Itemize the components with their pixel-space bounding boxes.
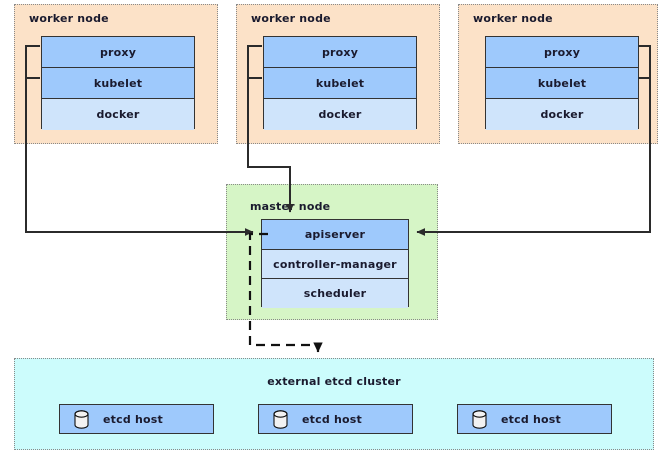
database-cylinder-icon: [74, 409, 89, 429]
controller-manager[interactable]: controller-manager: [262, 250, 408, 279]
etcd-cluster-title: external etcd cluster: [267, 375, 401, 388]
etcd-host-2-label: etcd host: [302, 412, 362, 426]
database-cylinder-icon: [472, 409, 487, 429]
master-node: master node apiserver controller-manager…: [226, 184, 438, 320]
scheduler[interactable]: scheduler: [262, 279, 408, 308]
worker-node-2-kubelet[interactable]: kubelet: [264, 68, 416, 99]
etcd-host-2[interactable]: etcd host: [258, 404, 413, 434]
etcd-host-1-label: etcd host: [103, 412, 163, 426]
worker-node-1-kubelet[interactable]: kubelet: [42, 68, 194, 99]
worker-node-2: worker node proxy kubelet docker: [236, 4, 440, 144]
worker-node-2-title: worker node: [251, 12, 331, 25]
worker-node-1-components: proxy kubelet docker: [41, 36, 195, 130]
master-node-components: apiserver controller-manager scheduler: [261, 219, 409, 308]
etcd-host-1[interactable]: etcd host: [59, 404, 214, 434]
worker-node-1-docker[interactable]: docker: [42, 99, 194, 130]
master-node-title: master node: [250, 200, 331, 213]
etcd-host-3[interactable]: etcd host: [457, 404, 612, 434]
worker-node-1-title: worker node: [29, 12, 109, 25]
etcd-cluster: external etcd cluster etcd host etcd hos…: [14, 358, 654, 450]
worker-node-3: worker node proxy kubelet docker: [458, 4, 658, 144]
worker-node-3-title: worker node: [473, 12, 553, 25]
worker-node-3-docker[interactable]: docker: [486, 99, 638, 130]
etcd-host-3-label: etcd host: [501, 412, 561, 426]
worker-node-2-proxy[interactable]: proxy: [264, 37, 416, 68]
worker-node-3-proxy[interactable]: proxy: [486, 37, 638, 68]
database-cylinder-icon: [273, 409, 288, 429]
worker-node-3-kubelet[interactable]: kubelet: [486, 68, 638, 99]
worker-node-2-components: proxy kubelet docker: [263, 36, 417, 130]
worker-node-1-proxy[interactable]: proxy: [42, 37, 194, 68]
worker-node-2-docker[interactable]: docker: [264, 99, 416, 130]
apiserver[interactable]: apiserver: [262, 220, 408, 250]
worker-node-1: worker node proxy kubelet docker: [14, 4, 218, 144]
worker-node-3-components: proxy kubelet docker: [485, 36, 639, 130]
